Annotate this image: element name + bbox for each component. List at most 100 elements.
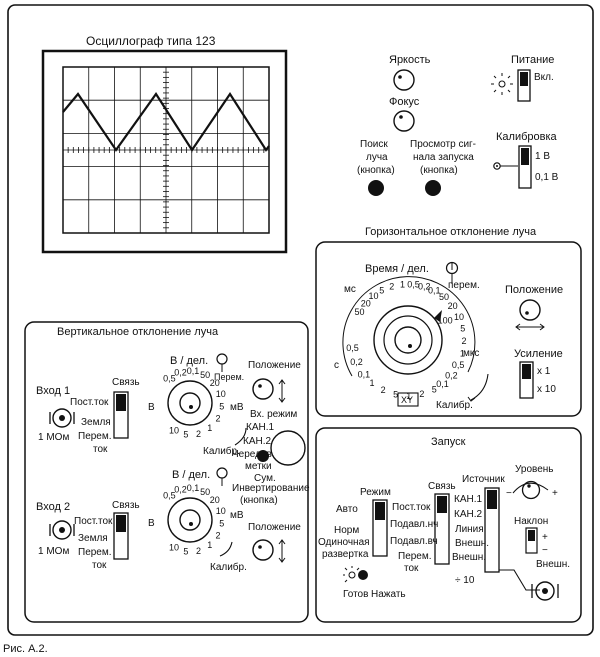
gain-switch-lever: [522, 364, 531, 379]
time-scale-label: 0,5: [346, 343, 359, 353]
coupling2-gnd: Земля: [78, 533, 108, 544]
time-scale-label: 0,1: [436, 379, 449, 389]
coupling2-switch[interactable]: [113, 512, 129, 560]
beam-find-label-2: луча: [366, 152, 388, 163]
gain-label: Усиление: [514, 348, 563, 360]
vmode-knob[interactable]: [270, 430, 306, 466]
trig-source-line: Линия: [455, 524, 484, 535]
scope-title: Осциллограф типа 123: [86, 34, 216, 48]
gain-x1-label: x 1: [537, 366, 551, 377]
trig-source-switch-lever: [487, 490, 497, 509]
ready-lamp-icon: [343, 566, 360, 583]
vdiv1-label: В / дел.: [170, 355, 208, 367]
h-position-label: Положение: [505, 284, 563, 296]
coupling1-switch[interactable]: [113, 391, 129, 439]
trig-level-knob[interactable]: [521, 480, 541, 500]
trig-coupling-hf: Подавл.вч: [390, 536, 438, 547]
h-position-arrows-icon: [515, 323, 545, 331]
coupling1-ac-2: ток: [93, 444, 108, 455]
time-scale-label: 10: [454, 312, 464, 322]
time-div-knob-inner[interactable]: [394, 326, 422, 354]
input2-connector[interactable]: [49, 520, 75, 540]
trig-coupling-ac-1: Перем.: [398, 551, 432, 562]
vpos1-arrows-icon: [278, 379, 286, 403]
vdiv2-label: В / дел.: [172, 469, 210, 481]
coupling2-switch-lever: [116, 515, 126, 532]
vdiv-scale-label: 5: [183, 547, 188, 557]
vdiv-scale-label: 0,1: [187, 366, 200, 376]
vcalib1-label: Калибр.: [203, 445, 240, 457]
ext-trigger-connector[interactable]: [531, 581, 559, 601]
brightness-knob[interactable]: [393, 69, 415, 91]
beam-find-button[interactable]: [368, 180, 384, 196]
vertical-title: Вертикальное отклонение луча: [57, 326, 219, 338]
vmode-ch1: КАН.1: [246, 422, 274, 433]
time-calib-arrow-icon: [470, 373, 489, 401]
single-arm-button[interactable]: [358, 570, 368, 580]
power-label: Питание: [511, 54, 554, 66]
time-scale-label: 5: [393, 390, 398, 400]
vpos1-knob[interactable]: [252, 378, 274, 400]
calibration-switch[interactable]: [518, 145, 532, 189]
coupling1-gnd: Земля: [81, 417, 111, 428]
var1-knob[interactable]: [216, 353, 228, 365]
power-switch-lever: [520, 72, 528, 86]
vcalib2-label: Калибр.: [210, 561, 247, 573]
vdiv1-knob-dot: [189, 405, 193, 409]
time-scale-label: 0,5: [452, 360, 465, 370]
calibration-terminal-dot: [496, 165, 498, 167]
vdiv2-knob-outer[interactable]: [167, 497, 213, 543]
vdiv1-knob-inner[interactable]: [179, 392, 201, 414]
var2-knob[interactable]: [216, 467, 228, 479]
vdiv-scale-label: 20: [210, 495, 220, 505]
unit-s: с: [334, 360, 339, 371]
graticule-center-ticks: [62, 66, 270, 234]
coupling2-label: Связь: [112, 500, 140, 511]
xy-mode-box[interactable]: [397, 392, 419, 407]
vpos2-knob[interactable]: [252, 539, 274, 561]
time-var-knob[interactable]: [445, 261, 459, 275]
power-switch[interactable]: [517, 69, 531, 102]
h-position-knob[interactable]: [519, 299, 541, 321]
trig-source-ch2: КАН.2: [454, 509, 482, 520]
trigger-section: [315, 427, 582, 623]
vdiv1-knob-outer[interactable]: [167, 380, 213, 426]
coupling1-ac-1: Перем.: [78, 431, 112, 442]
trigger-view-label-1: Просмотр сиг-: [410, 139, 476, 150]
trigger-view-label-3: (кнопка): [420, 165, 458, 176]
time-scale-label: 0,1: [358, 370, 371, 380]
unit-v-2: В: [148, 518, 155, 529]
level-plus: +: [552, 488, 558, 499]
trig-source-switch[interactable]: [484, 487, 500, 573]
vpos1-label: Положение: [248, 360, 301, 371]
vdiv2-knob-inner[interactable]: [179, 509, 201, 531]
trig-source-ext10-1: Внешн.: [452, 552, 486, 563]
vmode-ch2: КАН.2: [243, 436, 271, 447]
trig-slope-switch[interactable]: [525, 527, 538, 554]
invert-label-1: Инвертирование: [232, 483, 310, 494]
time-div-knob-outer[interactable]: [373, 305, 443, 375]
time-calib-label: Калибр.: [436, 399, 473, 411]
focus-knob[interactable]: [393, 110, 415, 132]
trig-coupling-switch[interactable]: [434, 493, 450, 565]
screen-bezel: [41, 49, 288, 254]
invert-button[interactable]: [257, 450, 269, 462]
vdiv-scale-label: 10: [216, 389, 226, 399]
vdiv-scale-label: 5: [219, 519, 224, 529]
press-label: Нажать: [371, 589, 406, 600]
input1-impedance: 1 МОм: [38, 432, 69, 443]
time-scale-label: 10: [368, 291, 378, 301]
input1-connector[interactable]: [49, 408, 75, 428]
power-on-label: Вкл.: [534, 72, 554, 83]
trig-mode-label: Режим: [360, 487, 391, 498]
trig-coupling-dc: Пост.ток: [392, 502, 431, 513]
trig-source-ext: Внешн.: [455, 538, 489, 549]
gain-switch[interactable]: [519, 361, 534, 399]
brightness-knob-dot: [398, 75, 402, 79]
vpos1-knob-dot: [258, 384, 262, 388]
time-scale-label: 2: [389, 281, 394, 291]
trigger-view-button[interactable]: [425, 180, 441, 196]
trig-mode-switch[interactable]: [372, 499, 388, 557]
